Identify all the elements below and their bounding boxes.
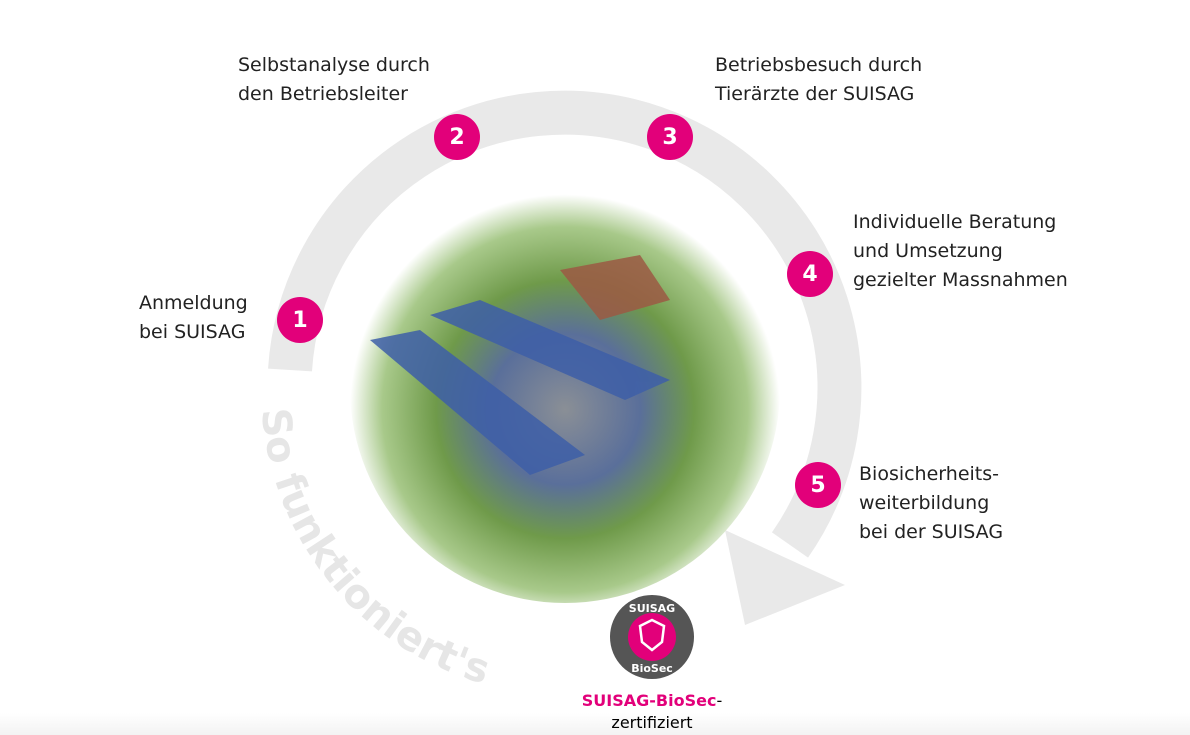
step-3-number: 3 [647, 114, 693, 160]
step-2-number: 2 [434, 114, 480, 160]
step-2-label: Selbstanalyse durch den Betriebsleiter [238, 54, 430, 105]
certification-caption: SUISAG-BioSec- zertifiziert [557, 690, 747, 734]
step-1-label: Anmeldung bei SUISAG [139, 292, 248, 343]
cycle-arrowhead [725, 530, 845, 625]
footer-fade [0, 713, 1190, 735]
shield-icon [638, 618, 666, 652]
step-3-label: Betriebsbesuch durch Tierärzte der SUISA… [715, 54, 923, 105]
step-4-number: 4 [787, 251, 833, 297]
step-5-number: 5 [795, 462, 841, 508]
step-1-number: 1 [277, 297, 323, 343]
cert-brand: SUISAG-BioSec [581, 691, 717, 710]
badge-bottom-text: BioSec [631, 662, 673, 675]
badge-top-text: SUISAG [629, 602, 675, 615]
cert-suffix: - [716, 691, 723, 710]
step-5-label: Biosicherheits- weiterbildung bei der SU… [859, 463, 1004, 543]
cert-line2: zertifiziert [611, 713, 693, 732]
farm-photo [350, 173, 780, 603]
solar-roofs [370, 255, 670, 475]
step-4-label: Individuelle Beratung und Umsetzung gezi… [853, 211, 1068, 291]
